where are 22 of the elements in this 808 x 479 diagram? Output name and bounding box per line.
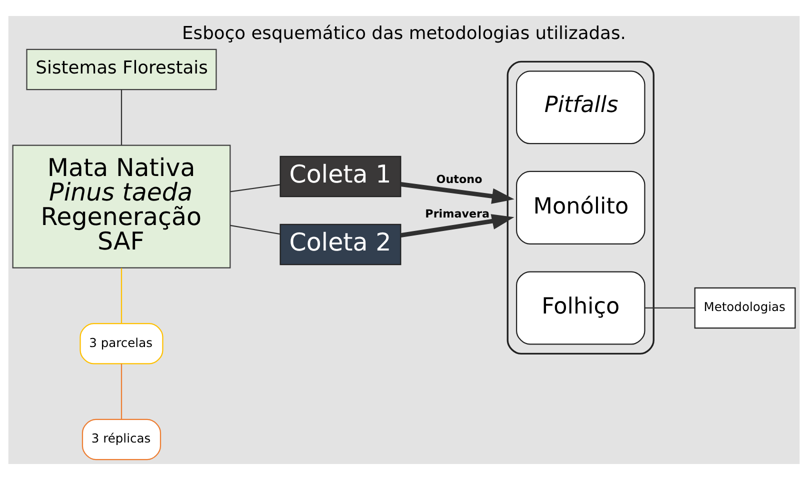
- node-box: Coleta 2: [280, 223, 402, 265]
- node-box: Folhiço: [516, 270, 646, 344]
- arrow: [400, 214, 514, 238]
- node-box: Coleta 1: [280, 155, 402, 197]
- edge-label: Outono: [436, 172, 482, 186]
- connector: [120, 363, 122, 419]
- node-box: 3 parcelas: [80, 322, 164, 364]
- edge-label: Primavera: [425, 207, 490, 220]
- connector: [230, 184, 280, 192]
- connector: [644, 306, 695, 308]
- cluster: [506, 60, 654, 354]
- node-box: Sistemas Florestais: [26, 48, 217, 90]
- node-box: Metodologias: [694, 286, 796, 328]
- node-box: 3 réplicas: [82, 418, 162, 460]
- node-box: Pitfalls: [516, 70, 646, 144]
- node-box: Mata Nativa Pinus taeda Regeneração SAF: [12, 144, 231, 268]
- connector: [230, 224, 280, 234]
- connector: [120, 89, 122, 144]
- node-box: Monólito: [516, 170, 646, 244]
- arrow: [400, 182, 514, 204]
- connector: [120, 268, 122, 323]
- caption: Esboço esquemático das metodologias utilizadas.: [182, 22, 626, 44]
